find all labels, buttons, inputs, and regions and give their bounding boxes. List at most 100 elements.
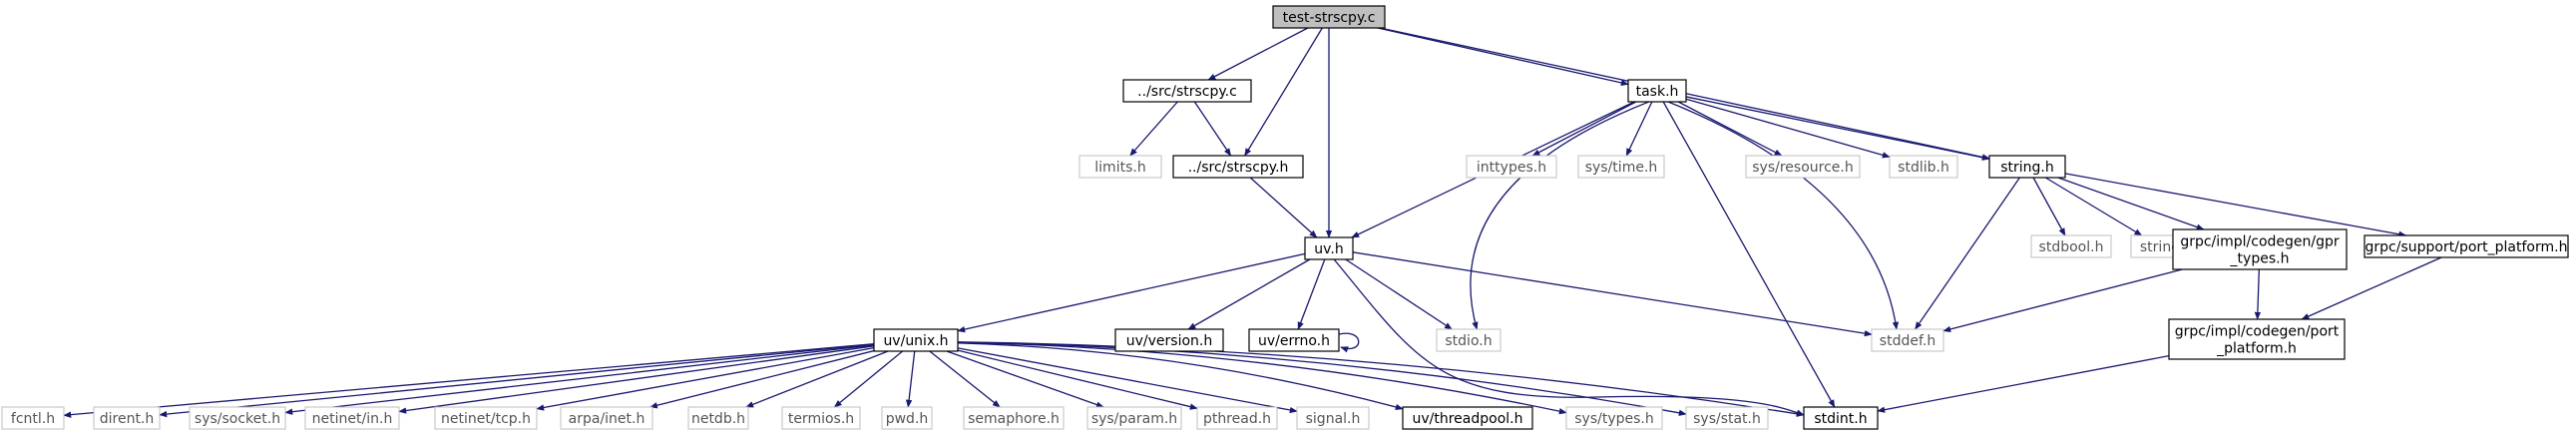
node-box-string: [1988, 155, 2066, 179]
edge-uvunix-to-fcntl: [63, 343, 875, 418]
node-box-systime: [1577, 155, 1665, 179]
node-label-src_h: ../src/strscpy.h: [1188, 160, 1289, 176]
node-box-fcntl: [1, 406, 65, 430]
edge-uvunix-to-dirent: [159, 343, 875, 418]
node-box-stdbool: [2030, 234, 2112, 258]
node-stddef: stddef.h: [1871, 328, 1944, 352]
node-task[interactable]: task.h: [1627, 79, 1687, 103]
edge-task-to-string: [1685, 96, 1990, 161]
node-label-cgport-line-2: _platform.h: [2216, 341, 2297, 357]
node-pthread: pthread.h: [1196, 406, 1278, 430]
node-box-stdint: [1803, 406, 1879, 430]
edge-uvunix-to-systypes: [957, 341, 1567, 415]
edge-gprtypes-to-cgport: [2254, 268, 2262, 320]
node-uv[interactable]: uv.h: [1304, 236, 1354, 260]
node-label-threadpool: uv/threadpool.h: [1413, 411, 1523, 427]
node-label-termios: termios.h: [788, 411, 854, 427]
edge-string-to-stringx: [2044, 177, 2143, 236]
node-box-src_c: [1122, 79, 1252, 103]
node-box-semaphore: [963, 406, 1065, 430]
node-threadpool[interactable]: uv/threadpool.h: [1402, 406, 1533, 430]
node-gprtypes[interactable]: grpc/impl/codegen/gpr_types.h: [2172, 228, 2348, 270]
edge-uv-to-uvunix: [957, 252, 1306, 333]
edge-uvunix-to-signal: [957, 347, 1298, 414]
node-label-sysparam: sys/param.h: [1091, 411, 1177, 427]
node-box-syssocket: [189, 406, 286, 430]
node-netin: netinet/in.h: [304, 406, 400, 430]
edge-uv-to-uverrno: [1297, 258, 1326, 330]
node-label-systypes: sys/types.h: [1574, 411, 1653, 427]
edge-uv-to-stdint: [1333, 258, 1805, 416]
edge-uvunix-to-stdint: [957, 341, 1805, 417]
node-box-dirent: [93, 406, 161, 430]
node-label-stdio: stdio.h: [1445, 333, 1492, 349]
graph-edges: [63, 27, 2442, 418]
node-box-sysparam: [1086, 406, 1182, 430]
edge-uvunix-to-netdb: [745, 350, 889, 408]
node-inttypes: inttypes.h: [1466, 155, 1557, 179]
edge-root-to-task: [1377, 27, 1629, 87]
node-fcntl: fcntl.h: [1, 406, 65, 430]
node-box-signal: [1296, 406, 1370, 430]
node-uverrno[interactable]: uv/errno.h: [1248, 328, 1340, 352]
edge-string-to-stddef: [1915, 177, 2020, 330]
edge-cgport-to-stdint: [1877, 355, 2170, 413]
node-label-semaphore: semaphore.h: [968, 411, 1060, 427]
node-sysres: sys/resource.h: [1745, 155, 1861, 179]
node-label-portplat: grpc/support/port_platform.h: [2365, 239, 2568, 255]
node-stdint[interactable]: stdint.h: [1803, 406, 1879, 430]
node-box-termios: [781, 406, 861, 430]
edge-src_c-to-src_h: [1193, 101, 1232, 157]
edge-uvunix-to-arpa: [648, 349, 875, 409]
node-uvunix[interactable]: uv/unix.h: [873, 328, 959, 352]
node-box-sysstat: [1685, 406, 1769, 430]
node-termios: termios.h: [781, 406, 861, 430]
node-label-stddef: stddef.h: [1880, 333, 1935, 349]
node-label-stdbool: stdbool.h: [2039, 239, 2104, 255]
node-label-dirent: dirent.h: [100, 411, 155, 427]
node-label-string: string.h: [2000, 160, 2054, 176]
node-box-stddef: [1871, 328, 1944, 352]
node-box-uv: [1304, 236, 1354, 260]
node-root[interactable]: test-strscpy.c: [1272, 5, 1386, 29]
edge-uv-to-stddef: [1352, 251, 1873, 337]
node-label-netdb: netdb.h: [691, 411, 745, 427]
node-string[interactable]: string.h: [1988, 155, 2066, 179]
edge-root-to-src_h: [1244, 27, 1323, 157]
node-src_h[interactable]: ../src/strscpy.h: [1172, 155, 1304, 179]
node-box-netin: [304, 406, 400, 430]
edge-string-to-gprtypes: [2057, 177, 2205, 230]
node-box-stdlib: [1889, 155, 1958, 179]
node-label-root: test-strscpy.c: [1283, 10, 1376, 26]
node-label-task: task.h: [1636, 84, 1679, 100]
node-label-sysstat: sys/stat.h: [1693, 411, 1761, 427]
edge-task-to-stdint: [1662, 101, 1836, 408]
node-dirent: dirent.h: [93, 406, 161, 430]
node-portplat[interactable]: grpc/support/port_platform.h: [2363, 234, 2569, 258]
node-uvversion[interactable]: uv/version.h: [1114, 328, 1224, 352]
node-label-inttypes: inttypes.h: [1477, 160, 1546, 176]
edge-task-to-inttypes: [1531, 101, 1637, 157]
node-label-limits: limits.h: [1094, 160, 1145, 176]
node-box-cgport: [2168, 318, 2346, 360]
node-systime: sys/time.h: [1577, 155, 1665, 179]
node-box-threadpool: [1402, 406, 1533, 430]
node-label-stringx: string: [2140, 239, 2180, 255]
node-cgport[interactable]: grpc/impl/codegen/port_platform.h: [2168, 318, 2346, 360]
node-label-gprtypes-line-2: _types.h: [2230, 251, 2290, 267]
edge-gprtypes-to-stddef: [1942, 268, 2183, 333]
node-src_c[interactable]: ../src/strscpy.c: [1122, 79, 1252, 103]
edge-uverrno-to-uverrno: [1338, 332, 1360, 353]
edge-uvunix-to-netin: [398, 345, 875, 414]
node-box-uverrno: [1248, 328, 1340, 352]
node-box-gprtypes: [2172, 228, 2348, 270]
node-label-uvversion: uv/version.h: [1126, 333, 1212, 349]
node-box-arpa: [560, 406, 653, 430]
edge-uvunix-to-pthread: [957, 349, 1198, 410]
node-label-uv: uv.h: [1314, 241, 1343, 257]
edge-uvunix-to-semaphore: [929, 350, 1001, 408]
edge-src_h-to-uv: [1249, 177, 1318, 238]
node-stdbool: stdbool.h: [2030, 234, 2112, 258]
node-signal: signal.h: [1296, 406, 1370, 430]
node-arpa: arpa/inet.h: [560, 406, 653, 430]
